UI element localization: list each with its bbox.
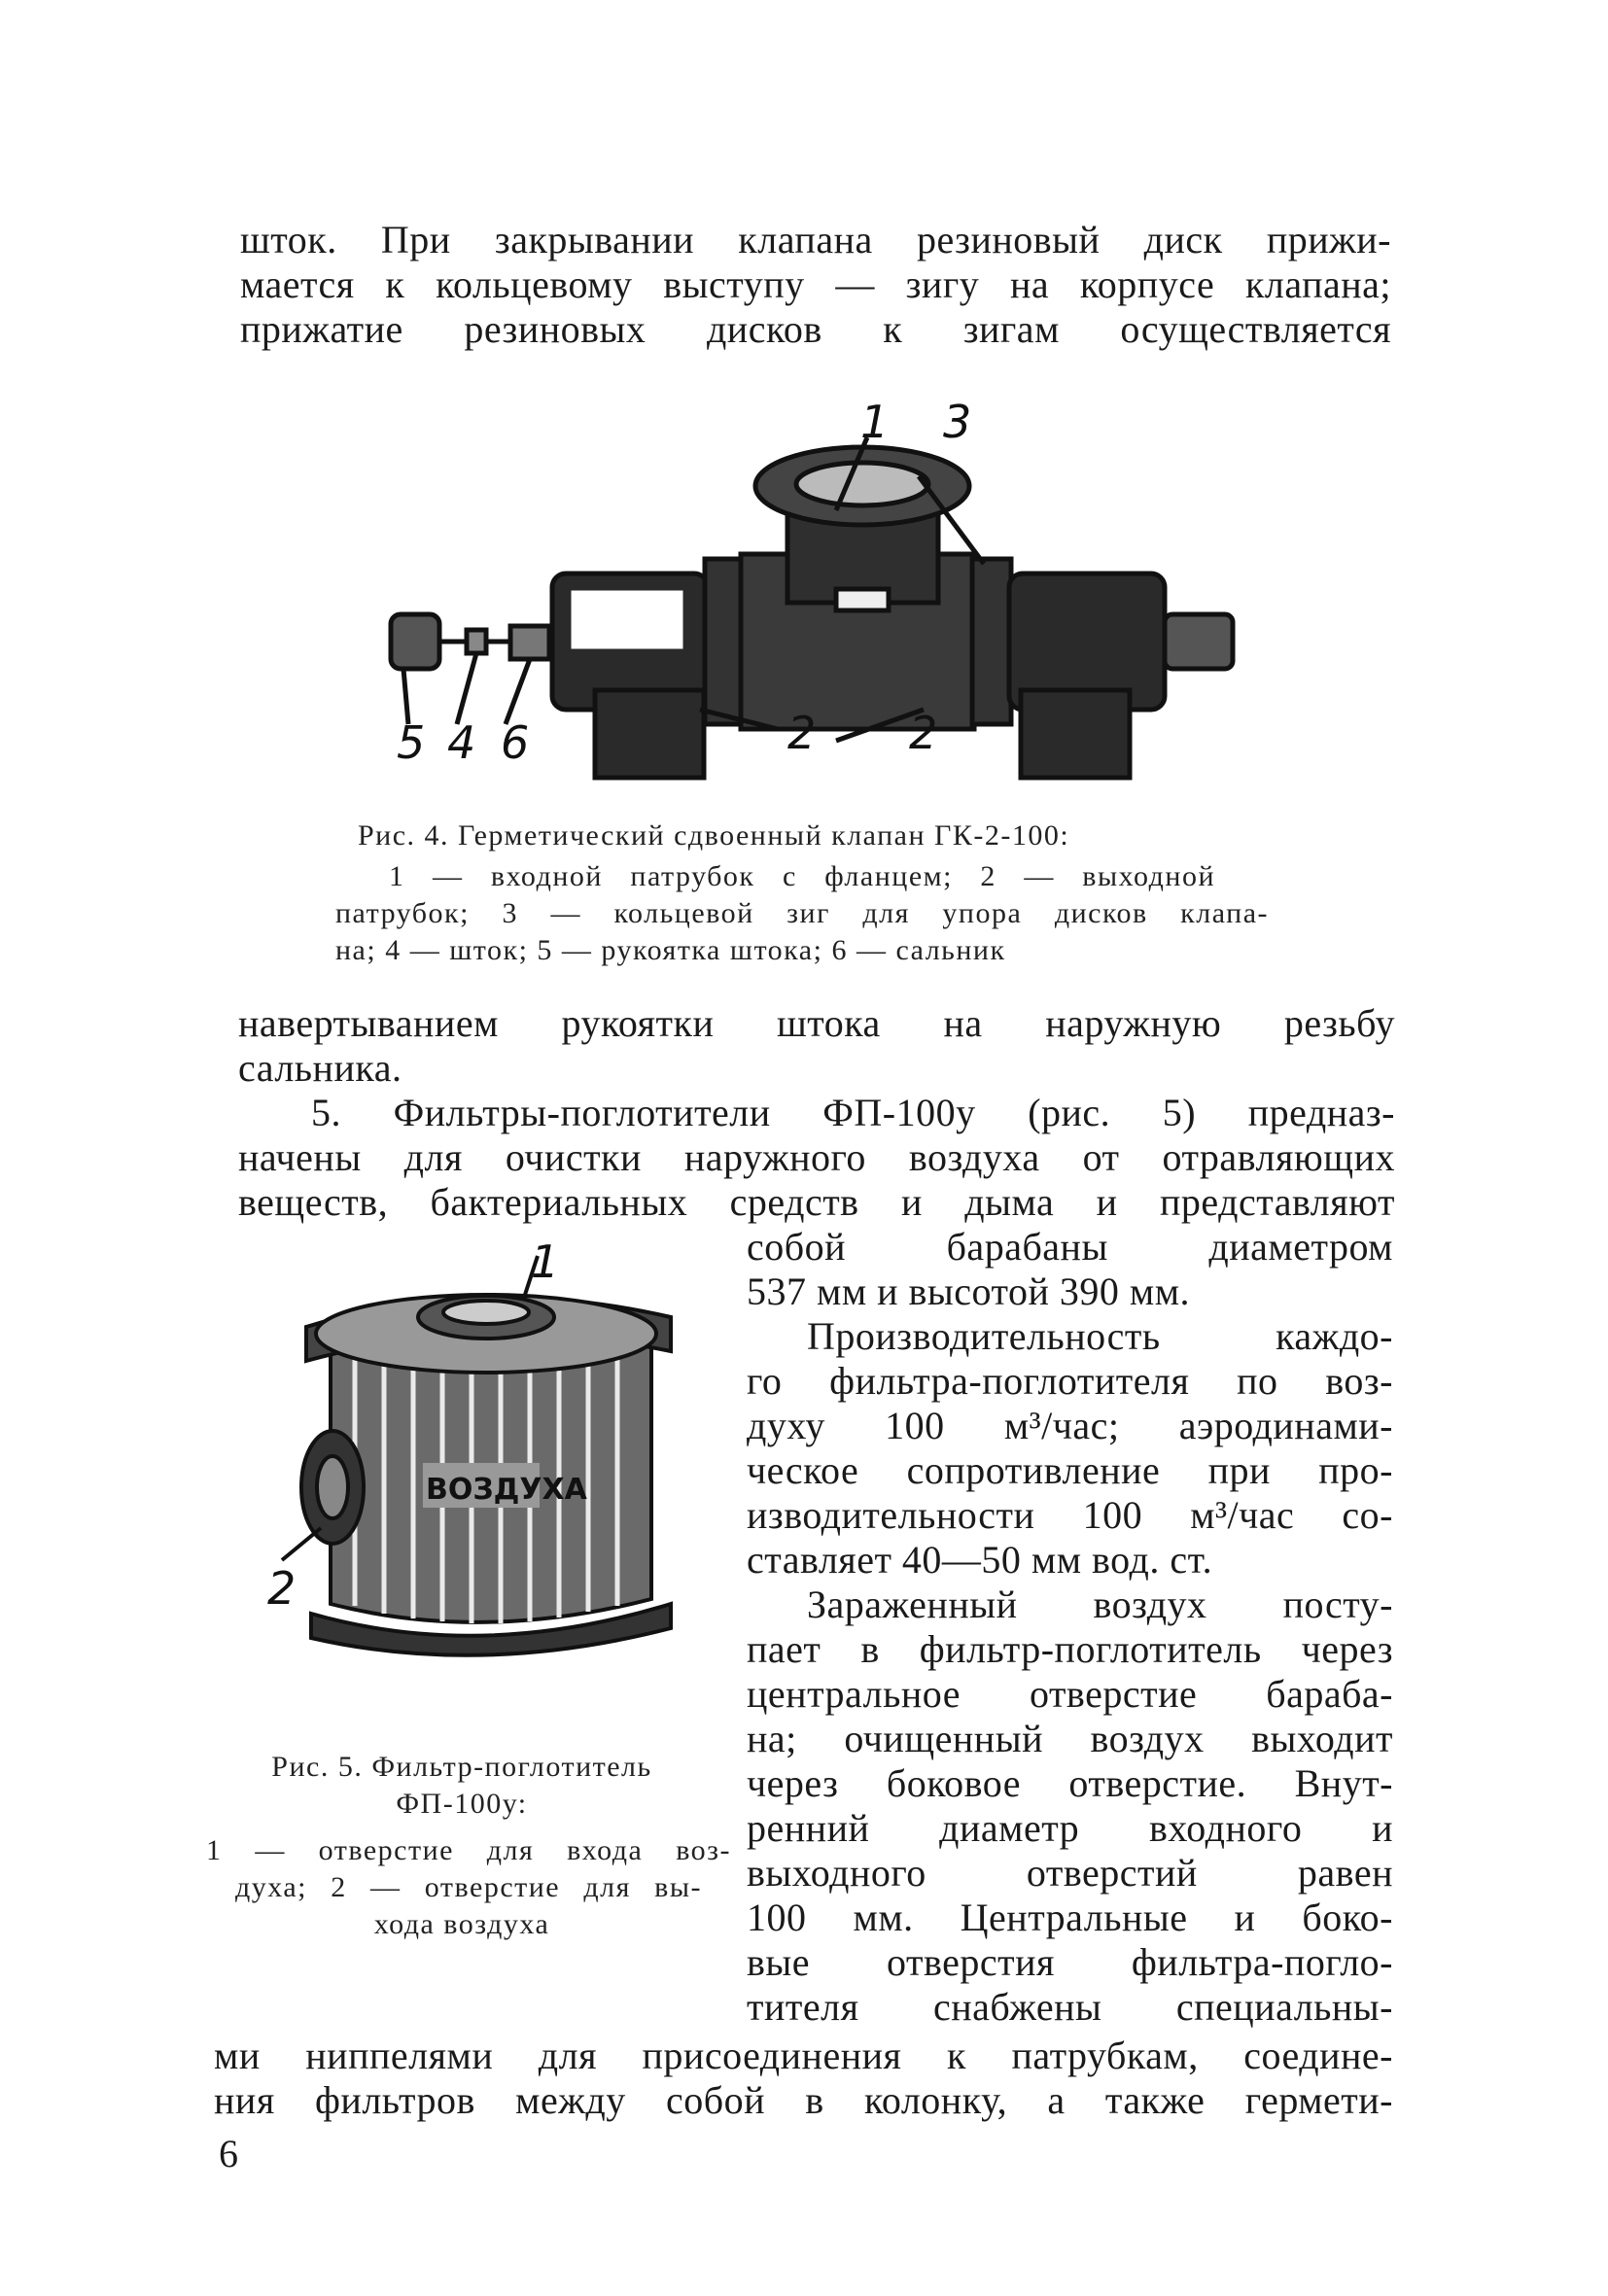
figure-4-valve-drawing (379, 399, 1254, 787)
text-line: навертыванием рукоятки штока на наружную… (238, 1001, 1395, 1045)
text-line: шток. При закрывании клапана резиновый д… (240, 218, 1391, 261)
fig4-label-6: 6 (501, 716, 529, 769)
fig5-label-1: 1 (531, 1244, 559, 1288)
text-line: 100 мм. Центральные и боко- (747, 1896, 1393, 1939)
figure-5-filter-drawing: ВОЗДУХА (262, 1244, 700, 1672)
text-line: ния фильтров между собой в колонку, а та… (214, 2078, 1393, 2122)
figure-5-labels: 1 2 (267, 1244, 559, 1615)
text-line: ставляет 40—50 мм вод. ст. (747, 1538, 1213, 1582)
figure-4-labels: 1 3 5 4 6 2 2 (397, 399, 971, 769)
text-line: собой барабаны диаметром (747, 1225, 1393, 1269)
text-line: ческое сопротивление при про- (747, 1448, 1393, 1492)
fig5-caption-title: ФП-100у: (396, 1788, 528, 1820)
text-line: изводительности 100 м³/час со- (747, 1493, 1393, 1537)
fig4-caption-line: 1 — входной патрубок с фланцем; 2 — выхо… (389, 860, 1215, 892)
text-line: 537 мм и высотой 390 мм. (747, 1270, 1191, 1313)
text-line: через боковое отверстие. Внут- (747, 1761, 1393, 1805)
text-line: вые отверстия фильтра-погло- (747, 1940, 1393, 1984)
fig4-caption-line: на; 4 — шток; 5 — рукоятка штока; 6 — са… (335, 934, 1006, 966)
text-line: прижатие резиновых дисков к зигам осущес… (240, 307, 1391, 351)
fig4-label-1: 1 (860, 399, 889, 448)
text-line: ми ниппелями для присоединения к патрубк… (214, 2034, 1393, 2077)
text-line: на; очищенный воздух выходит (747, 1717, 1393, 1760)
text-line: Зараженный воздух посту- (807, 1583, 1393, 1626)
drum-label-text: ВОЗДУХА (426, 1473, 588, 1507)
text-line: сальника. (238, 1046, 402, 1090)
fig4-label-2-left: 2 (787, 707, 816, 759)
fig5-caption-line: хода воздуха (373, 1908, 550, 1940)
page-number: 6 (219, 2132, 238, 2175)
fig4-label-5: 5 (397, 716, 425, 769)
fig5-caption-line: духа; 2 — отверстие для вы- (235, 1871, 702, 1903)
text-line: Производительность каждо- (807, 1314, 1393, 1358)
fig5-caption-title: Рис. 5. Фильтр-поглотитель (271, 1751, 652, 1783)
text-line: центральное отверстие бараба- (747, 1672, 1393, 1716)
text-line: 5. Фильтры-поглотители ФП-100у (рис. 5) … (311, 1091, 1395, 1134)
text-line: начены для очистки наружного воздуха от … (238, 1135, 1395, 1179)
text-line: духу 100 м³/час; аэродинами- (747, 1404, 1393, 1447)
fig5-caption-line: 1 — отверстие для входа воз- (206, 1834, 731, 1866)
text-line: го фильтра-поглотителя по воз- (747, 1359, 1393, 1403)
text-line: мается к кольцевому выступу — зигу на ко… (240, 262, 1391, 306)
fig4-label-2-right: 2 (909, 707, 937, 759)
fig5-label-2: 2 (267, 1562, 296, 1615)
text-line: выходного отверстий равен (747, 1851, 1393, 1895)
text-line: тителя снабжены специальны- (747, 1985, 1393, 2029)
text-line: веществ, бактериальных средств и дыма и … (238, 1180, 1395, 1224)
fig4-label-4: 4 (447, 716, 475, 769)
fig4-caption-line: патрубок; 3 — кольцевой зиг для упора ди… (335, 897, 1269, 929)
fig4-label-3: 3 (943, 399, 971, 448)
text-line: ренний диаметр входного и (747, 1806, 1393, 1850)
text-line: пает в фильтр-поглотитель через (747, 1627, 1393, 1671)
fig4-caption-title: Рис. 4. Герметический сдвоенный клапан Г… (358, 819, 1070, 852)
